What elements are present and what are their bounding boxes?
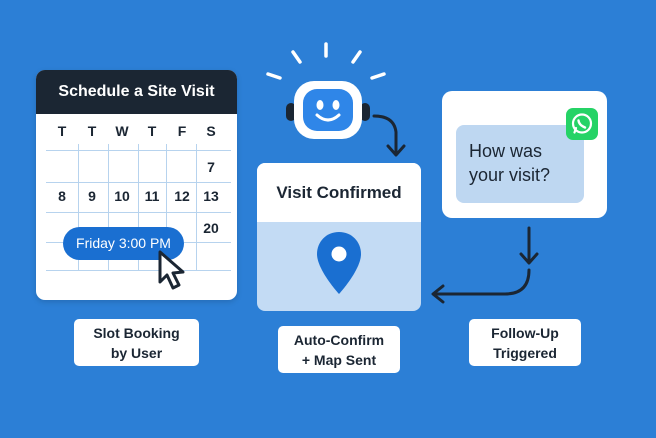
step-label-line: by User	[110, 344, 163, 361]
calendar-date[interactable]: 20	[203, 220, 219, 236]
step-label-line: Slot Booking	[93, 324, 180, 341]
day-header: S	[206, 123, 216, 139]
day-header: T	[87, 123, 97, 139]
calendar-date[interactable]: 7	[207, 159, 215, 175]
arrow-icon	[431, 226, 539, 304]
robot-smile-icon	[315, 100, 341, 122]
calendar-title: Schedule a Site Visit	[36, 70, 237, 114]
robot-ear-right	[360, 103, 370, 121]
chat-bubble	[456, 125, 584, 203]
calendar-date[interactable]: 11	[144, 188, 160, 204]
step-label-booking: Slot Booking by User	[74, 319, 199, 366]
robot-face	[303, 89, 353, 131]
calendar-day-headers: T T W T F S	[36, 114, 237, 144]
step-label-line: + Map Sent	[301, 351, 377, 368]
confirm-title: Visit Confirmed	[257, 163, 421, 222]
calendar-date[interactable]: 10	[114, 188, 130, 204]
chat-message-line1: How was	[469, 141, 543, 161]
robot-rays-icon	[266, 42, 386, 80]
robot-ear-left	[286, 103, 296, 121]
map-pin-icon	[317, 232, 361, 294]
step-label-line: Auto-Confirm	[293, 331, 385, 348]
step-label-confirm: Auto-Confirm + Map Sent	[278, 326, 400, 373]
calendar-date[interactable]: 13	[203, 188, 219, 204]
chat-message: How was your visit?	[469, 139, 579, 187]
day-header: T	[147, 123, 157, 139]
calendar-date[interactable]: 12	[174, 188, 190, 204]
whatsapp-icon	[566, 108, 598, 140]
chat-message-line2: your visit?	[469, 165, 551, 185]
day-header: T	[57, 123, 67, 139]
calendar-date[interactable]: 8	[58, 188, 66, 204]
cursor-icon	[158, 250, 185, 290]
calendar-date[interactable]: 9	[88, 188, 96, 204]
calendar-card: Schedule a Site Visit	[36, 70, 237, 300]
step-label-line: Triggered	[493, 344, 557, 361]
day-header: F	[177, 123, 187, 139]
step-label-followup: Follow-Up Triggered	[469, 319, 581, 366]
day-header: W	[115, 123, 129, 139]
arrow-icon	[372, 114, 406, 157]
step-label-line: Follow-Up	[491, 324, 559, 341]
